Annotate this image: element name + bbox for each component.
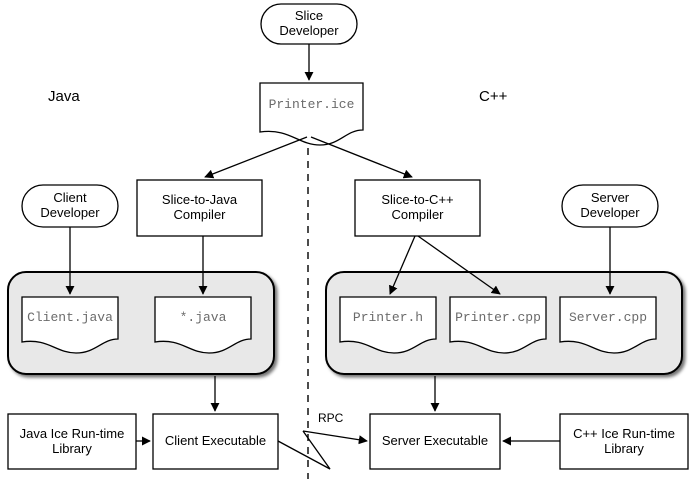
edge-printer-ice-to-slice-to-cpp-compiler — [310, 136, 413, 179]
cpp-ice-runtime-library-shape[interactable] — [559, 413, 689, 470]
java-ice-runtime-library-shape[interactable] — [7, 413, 137, 470]
client-java-shape[interactable] — [21, 296, 119, 354]
slice-to-cpp-compiler-shape[interactable] — [354, 179, 481, 237]
star-java-shape[interactable] — [154, 296, 252, 354]
zone-label-java: Java — [48, 88, 80, 105]
edge-slice-to-cpp-compiler-to-printer-h — [389, 235, 416, 295]
rpc-label: RPC — [318, 411, 344, 425]
server-executable-shape[interactable] — [369, 413, 501, 470]
edge-slice-to-cpp-compiler-to-printer-cpp — [417, 235, 501, 295]
printer-h-shape[interactable] — [339, 296, 437, 354]
edge-rpc-to-server-executable — [302, 430, 368, 445]
edge-rpc-zigzag — [277, 430, 331, 470]
printer-cpp-shape[interactable] — [449, 296, 547, 354]
slice-developer-shape[interactable] — [260, 3, 358, 45]
printer-ice-shape[interactable] — [259, 82, 364, 146]
edge-printer-ice-to-slice-to-java-compiler — [204, 136, 308, 179]
slice-to-java-compiler-shape[interactable] — [136, 179, 263, 237]
client-executable-shape[interactable] — [152, 413, 279, 470]
server-developer-shape[interactable] — [561, 184, 659, 228]
server-cpp-shape[interactable] — [559, 296, 657, 354]
client-developer-shape[interactable] — [21, 184, 119, 228]
zone-label-cpp: C++ — [479, 88, 508, 105]
